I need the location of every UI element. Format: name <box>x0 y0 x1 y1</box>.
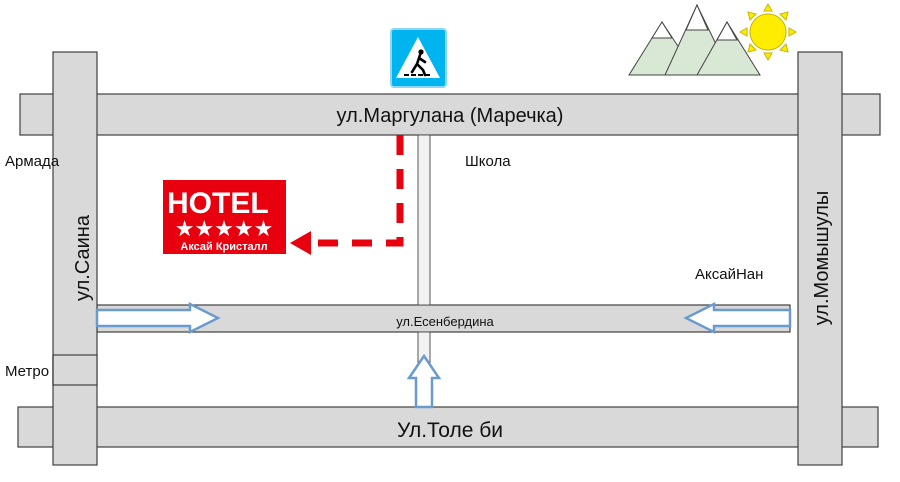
hotel-sign[interactable]: HOTEL ★★★★★ Аксай Кристалл <box>163 180 286 254</box>
arrow-up-icon <box>406 353 442 409</box>
landmark-aksaynan: АксайНан <box>695 266 763 283</box>
street-label-momyshuly: ул.Момышулы <box>811 191 833 326</box>
road-saina-overlay <box>52 354 98 386</box>
street-label-saina: ул.Саина <box>72 214 94 301</box>
arrow-right-icon <box>95 301 221 335</box>
landmark-metro: Метро <box>5 363 49 380</box>
mountains-icon <box>628 3 761 76</box>
hotel-name: Аксай Кристалл <box>180 241 267 253</box>
landmark-school: Школа <box>465 153 511 170</box>
arrow-left-icon <box>683 301 792 335</box>
hotel-stars: ★★★★★ <box>175 216 274 241</box>
street-label-esenberdina: ул.Есенбердина <box>396 314 494 329</box>
road-tole-bi <box>17 406 879 448</box>
road-saina <box>52 51 98 466</box>
lane-north <box>417 134 431 306</box>
street-label-tole-bi: Ул.Толе би <box>397 419 503 442</box>
route-arrow <box>290 135 404 255</box>
road-momyshuly <box>797 51 843 466</box>
hotel-title: HOTEL <box>167 187 269 220</box>
street-label-margulana: ул.Маргулана (Маречка) <box>337 105 564 127</box>
landmark-armada: Армада <box>5 153 60 170</box>
sun-icon <box>738 2 798 62</box>
road-margulana <box>19 93 881 136</box>
pedestrian-crossing-icon <box>390 28 447 88</box>
